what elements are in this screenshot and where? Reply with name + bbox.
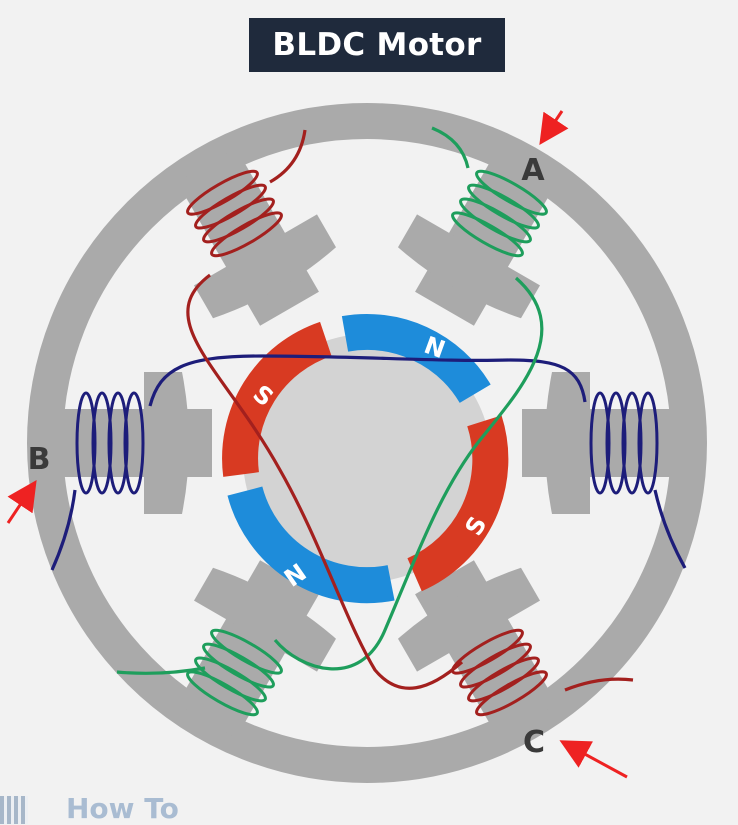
watermark-text: How To — [66, 792, 179, 825]
wire-b-cross — [148, 354, 587, 407]
stator-tooth-upper-left — [177, 148, 336, 326]
phase-label-a: A — [521, 153, 545, 188]
arrow-to-b — [6, 480, 37, 524]
coil-b-right — [589, 391, 659, 495]
coil-c-lower-right — [451, 628, 548, 717]
magnet-north-bottom — [227, 486, 395, 604]
phase-labels: A B C — [28, 153, 546, 760]
wire-c-lead-top — [269, 129, 307, 184]
pointer-arrows — [6, 110, 628, 779]
stator-tooth-lower-right — [398, 560, 557, 738]
phase-label-b: B — [28, 442, 51, 477]
coil-c-upper-left — [186, 169, 283, 258]
wire-a-lead-bottom — [116, 666, 206, 675]
rotor-magnets — [222, 314, 509, 604]
coil-a-upper-right — [451, 169, 548, 258]
stator-teeth — [46, 148, 688, 738]
coil-b-left — [75, 391, 145, 495]
connecting-wires — [50, 126, 687, 692]
stator-tooth-upper-right — [398, 148, 557, 326]
wire-c-cross — [186, 273, 464, 690]
wire-a-lead-top — [431, 126, 470, 169]
coil-windings — [75, 169, 659, 717]
magnet-north-top — [341, 314, 491, 404]
watermark-logo-icon — [0, 796, 28, 824]
arrow-to-c — [559, 740, 628, 779]
wire-a-cross — [273, 276, 544, 671]
stator-tooth-left — [46, 372, 212, 514]
stator-tooth-right — [522, 372, 688, 514]
wire-b-lead-right — [653, 489, 687, 569]
stator-tooth-lower-left — [177, 560, 336, 738]
title-text: BLDC Motor — [272, 27, 482, 63]
title-banner: BLDC Motor — [249, 18, 505, 72]
phase-label-c: C — [523, 725, 545, 760]
magnet-south-right — [406, 415, 509, 592]
wire-c-lead-bottom — [564, 677, 634, 692]
magnet-south-left — [222, 321, 333, 477]
coil-a-lower-left — [186, 628, 283, 717]
arrow-to-a — [539, 110, 569, 145]
wire-b-lead-left — [50, 489, 77, 571]
stator-ring — [27, 103, 707, 783]
watermark: How To — [0, 790, 220, 825]
